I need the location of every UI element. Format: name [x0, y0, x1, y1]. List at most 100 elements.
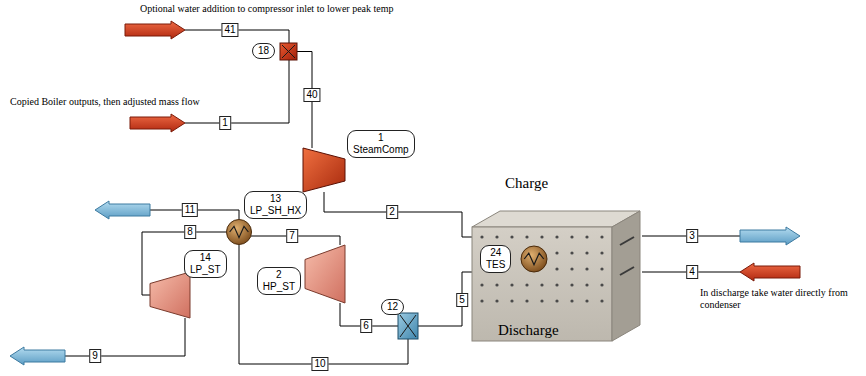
splitter-node: 12 [398, 313, 418, 339]
pipe-number: 2 [386, 205, 398, 219]
component-name: HP_ST [263, 281, 295, 293]
storage-hole [555, 267, 558, 270]
pipe-line [65, 318, 185, 356]
component-symbol [305, 245, 345, 303]
storage-hole [540, 283, 543, 286]
storage-hole [600, 251, 603, 254]
component-label: 13LP_SH_HX [244, 191, 307, 219]
source-arrow [125, 21, 185, 39]
component-label: 14LP_ST [184, 250, 227, 278]
component-symbol [226, 219, 252, 245]
storage-hole [585, 251, 588, 254]
component-label: 2HP_ST [257, 267, 301, 295]
storage-hole [600, 299, 603, 302]
component-symbol [150, 272, 190, 318]
turbine-node: 14LP_ST [150, 272, 190, 318]
component-number: 13 [250, 193, 301, 205]
source-arrow [130, 114, 185, 132]
component-number: 1 [353, 132, 409, 144]
storage-hole [570, 283, 573, 286]
heat-exchanger-coil [230, 226, 249, 237]
storage-hole [600, 283, 603, 286]
storage-hole [480, 299, 483, 302]
pipe-connector [239, 245, 408, 364]
compressor-symbol [303, 148, 345, 192]
heat-exchanger-symbol [521, 246, 547, 272]
source-arrow [740, 263, 800, 281]
storage-hole [510, 235, 513, 238]
storage-hole [585, 283, 588, 286]
storage-pipe-stub [620, 237, 634, 275]
storage-hole [525, 299, 528, 302]
storage-hole [555, 251, 558, 254]
pipe-number: 1 [219, 116, 231, 130]
splitter-cross [400, 315, 416, 337]
heat-exchanger-symbol [227, 220, 252, 245]
component-name: 12 [387, 301, 398, 313]
component-name: SteamComp [353, 144, 409, 156]
component-label: 1SteamComp [347, 130, 415, 158]
storage-block-top [472, 211, 640, 227]
storage-hole [495, 299, 498, 302]
turbine-symbol [150, 272, 190, 318]
turbine-node: 2HP_ST [305, 245, 345, 303]
component-symbol [398, 313, 418, 339]
pipe-number: 4 [686, 265, 698, 279]
storage-hole [555, 235, 558, 238]
pipe-number: 3 [686, 229, 698, 243]
component-label: 18 [252, 43, 275, 59]
storage-hole [600, 235, 603, 238]
component-number: 14 [190, 252, 221, 264]
storage-hole [570, 267, 573, 270]
pipe-number: 41 [221, 23, 238, 37]
mode-label: Discharge [498, 321, 559, 339]
component-name: TES [486, 259, 505, 271]
pipe-number: 7 [286, 229, 298, 243]
storage-hole [555, 299, 558, 302]
storage-hole [570, 235, 573, 238]
storage-hole [480, 235, 483, 238]
storage-hole [600, 267, 603, 270]
storage-hole [585, 235, 588, 238]
storage-hole [570, 251, 573, 254]
mixer-node: 18 [280, 43, 297, 60]
pipe-number: 40 [303, 88, 320, 102]
storage-hole [495, 235, 498, 238]
mixer-symbol [280, 43, 297, 60]
pipe-number: 9 [89, 349, 101, 363]
sink-arrow [95, 201, 150, 219]
component-number: 2 [263, 269, 295, 281]
storage-hole [510, 299, 513, 302]
component-number: 24 [486, 247, 505, 259]
storage-block-front [472, 227, 612, 341]
pipe-number: 8 [184, 225, 196, 239]
storage-hole [585, 299, 588, 302]
pipe-number: 10 [311, 357, 328, 371]
turbine-symbol [305, 245, 345, 303]
component-symbol [303, 148, 345, 192]
storage-hole [480, 283, 483, 286]
storage-hole [525, 235, 528, 238]
pipe-number: 5 [456, 293, 468, 307]
annotation-note: In discharge take water directly from co… [700, 287, 860, 311]
component-label: 12 [381, 299, 404, 315]
storage-block-side [612, 211, 640, 341]
sink-arrow [10, 347, 65, 365]
pipe-number: 11 [182, 203, 198, 217]
compressor-node: 1SteamComp [303, 148, 345, 192]
storage-hole [495, 283, 498, 286]
heat-exchanger-node: 13LP_SH_HX [226, 219, 252, 245]
mixer-cross [282, 45, 295, 58]
storage-hole [585, 267, 588, 270]
pipe-number: 6 [360, 319, 372, 333]
pipe-connector [324, 192, 472, 237]
component-name: LP_SH_HX [250, 205, 301, 217]
component-label: 24TES [480, 245, 511, 273]
storage-hole [540, 299, 543, 302]
heat-exchanger-coil [524, 253, 544, 265]
pipe-connector [418, 272, 472, 326]
component-symbol [280, 43, 297, 60]
